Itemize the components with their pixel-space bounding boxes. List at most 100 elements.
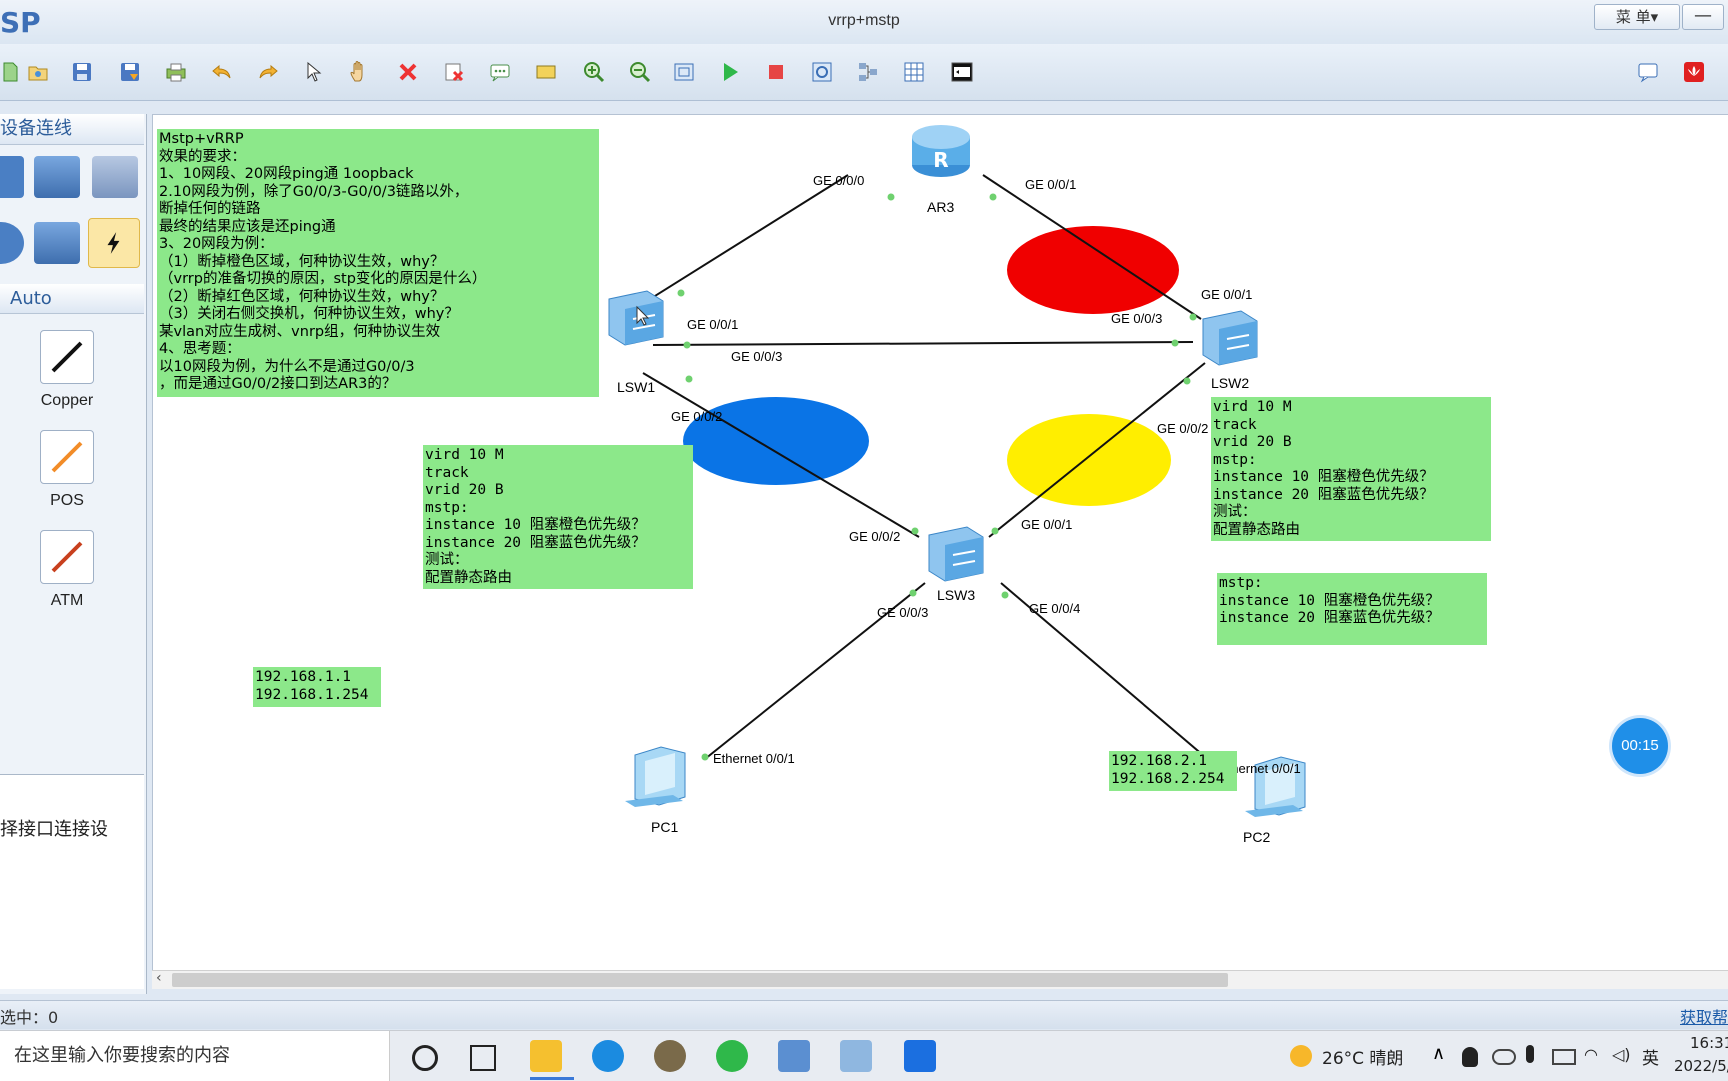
microphone-icon[interactable] (1526, 1045, 1534, 1063)
port-label: GE 0/0/3 (877, 605, 929, 620)
port-dots (677, 193, 1231, 779)
copper-cable-button[interactable] (40, 330, 94, 384)
yellow-zone (1007, 414, 1171, 506)
port-label: GE 0/0/0 (813, 173, 865, 188)
wifi-icon[interactable]: ◠ (1584, 1045, 1598, 1064)
lsw3-switch-icon[interactable] (928, 526, 984, 582)
scroll-left-icon[interactable]: ‹ (156, 970, 162, 986)
switch-category-icon[interactable] (34, 222, 80, 264)
record-timer[interactable]: 00:15 (1612, 718, 1668, 774)
port-label: GE 0/0/4 (1029, 601, 1081, 616)
info-text: 择接口连接设 (0, 819, 108, 840)
ar3-name: AR3 (927, 199, 955, 215)
cortana-icon[interactable] (412, 1045, 438, 1071)
wechat-icon[interactable] (716, 1040, 748, 1072)
toolbar (0, 44, 1728, 101)
topology-icon[interactable] (854, 58, 882, 86)
battery-icon[interactable] (1552, 1049, 1576, 1065)
lsw1-config-note[interactable]: vird 10 M track vrid 20 B mstp: instance… (423, 445, 693, 589)
horizontal-scrollbar[interactable]: ‹ (152, 970, 1728, 989)
zoom-in-icon[interactable] (580, 58, 608, 86)
save-icon[interactable] (68, 58, 96, 86)
pc1-ip-note[interactable]: 192.168.1.1 192.168.1.254 (253, 667, 381, 707)
link-lsw1-lsw3 (642, 372, 920, 538)
photo-app-icon[interactable] (654, 1040, 686, 1072)
topology-canvas[interactable]: R AR3 LSW1 L (152, 114, 1728, 976)
weather-text[interactable]: 26°C 晴朗 (1322, 1049, 1404, 1069)
scroll-thumb[interactable] (172, 973, 1228, 987)
redo-icon[interactable] (254, 58, 282, 86)
lsw2-switch-icon[interactable] (1202, 310, 1258, 366)
rectangle-icon[interactable] (532, 58, 560, 86)
wireless-category-icon[interactable] (34, 156, 80, 198)
notepad-icon[interactable] (840, 1040, 872, 1072)
print-icon[interactable] (162, 58, 190, 86)
lsw2-config-note[interactable]: vird 10 M track vrid 20 B mstp: instance… (1211, 397, 1491, 541)
link-category-icon[interactable] (88, 218, 140, 268)
tray-chevron-icon[interactable]: ∧ (1432, 1043, 1446, 1064)
port-label: GE 0/0/3 (1111, 311, 1163, 326)
cloud-icon[interactable] (1492, 1049, 1516, 1065)
lsw3-config-note[interactable]: mstp: instance 10 阻塞橙色优先级？ instance 20 阻… (1217, 573, 1487, 645)
delete-icon[interactable] (394, 58, 422, 86)
undo-icon[interactable] (208, 58, 236, 86)
volume-icon[interactable]: ◁) (1612, 1045, 1631, 1064)
chat-icon[interactable] (1634, 58, 1662, 86)
pc2-ip-note[interactable]: 192.168.2.1 192.168.2.254 (1109, 751, 1237, 791)
router-category-icon[interactable] (0, 156, 24, 198)
huawei-icon[interactable] (1680, 58, 1708, 86)
svg-text:R: R (933, 148, 948, 172)
selected-count: 选中：0 (0, 1008, 59, 1027)
firewall-category-icon[interactable] (92, 156, 138, 198)
lsw2-name: LSW2 (1211, 375, 1250, 391)
weather-sun-icon (1290, 1045, 1312, 1067)
minimize-button[interactable]: — (1682, 4, 1724, 30)
status-bar: 选中：0 获取帮 (0, 1000, 1728, 1029)
ime-indicator[interactable]: 英 (1642, 1049, 1659, 1069)
link-ar3-lsw2 (982, 174, 1202, 320)
link-lsw2-lsw3 (988, 362, 1206, 538)
hand-icon[interactable] (346, 58, 374, 86)
text-icon[interactable] (486, 58, 514, 86)
windows-taskbar: 在这里输入你要搜索的内容 26°C 晴朗 ∧ ◠ ◁) 英 16:31 2022… (0, 1030, 1728, 1081)
capture-icon[interactable] (808, 58, 836, 86)
delete-link-icon[interactable] (440, 58, 468, 86)
cloud-category-icon[interactable] (0, 222, 24, 264)
fit-icon[interactable] (670, 58, 698, 86)
ensp-taskbar-icon[interactable] (778, 1040, 810, 1072)
app-logo: SP (0, 6, 41, 39)
new-icon[interactable] (0, 58, 24, 86)
port-label: GE 0/0/2 (849, 529, 901, 544)
mouse-cursor (636, 305, 650, 326)
clock-date[interactable]: 2022/5/ (1674, 1057, 1728, 1075)
feishu-icon[interactable] (904, 1040, 936, 1072)
lsw1-switch-icon[interactable] (608, 290, 664, 346)
atm-cable-button[interactable] (40, 530, 94, 584)
requirements-note[interactable]: Mstp+vRRP 效果的要求： 1、10网段、20网段ping通 1oopba… (157, 129, 599, 397)
start-icon[interactable] (716, 58, 744, 86)
task-view-icon[interactable] (470, 1045, 496, 1071)
zoom-out-icon[interactable] (626, 58, 654, 86)
terminal-icon[interactable] (948, 58, 976, 86)
file-explorer-icon[interactable] (530, 1040, 562, 1072)
ar3-router-icon[interactable]: R (912, 125, 970, 177)
qq-icon[interactable] (1462, 1047, 1478, 1067)
pc2-icon[interactable] (1245, 756, 1306, 817)
pc2-name: PC2 (1243, 829, 1271, 845)
stop-icon[interactable] (762, 58, 790, 86)
clock-time[interactable]: 16:31 (1690, 1034, 1728, 1052)
link-lsw3-pc2 (1000, 582, 1232, 780)
open-icon[interactable] (24, 58, 52, 86)
edge-icon[interactable] (592, 1040, 624, 1072)
port-label: GE 0/0/1 (1021, 517, 1073, 532)
select-icon[interactable] (300, 58, 328, 86)
port-label: Ethernet 0/0/1 (713, 751, 795, 766)
pos-cable-button[interactable] (40, 430, 94, 484)
save-as-icon[interactable] (116, 58, 144, 86)
copper-label: Copper (40, 392, 94, 409)
grid-icon[interactable] (900, 58, 928, 86)
pc1-icon[interactable] (625, 746, 686, 807)
menu-button[interactable]: 菜 单▾ (1594, 4, 1680, 30)
taskbar-search-input[interactable]: 在这里输入你要搜索的内容 (0, 1031, 390, 1081)
help-link[interactable]: 获取帮 (1680, 1008, 1728, 1027)
